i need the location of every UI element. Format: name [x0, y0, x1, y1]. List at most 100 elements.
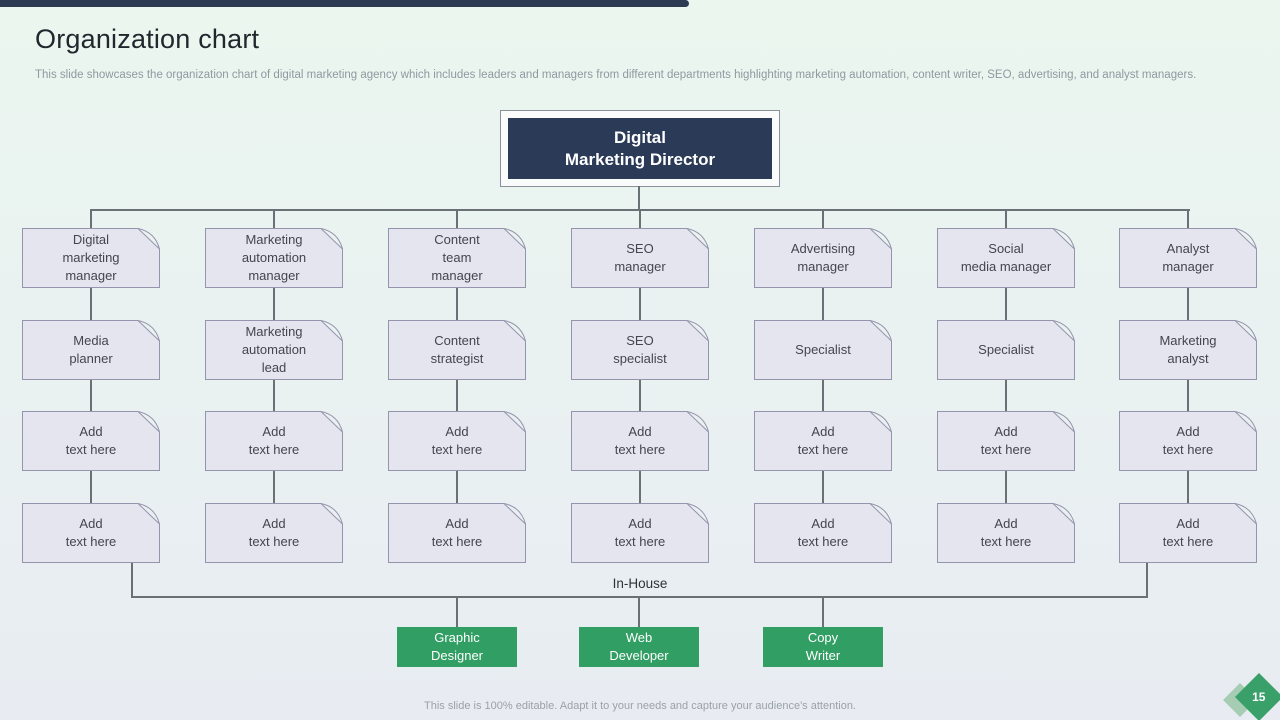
org-node-label: Add text here [248, 516, 300, 549]
org-node[interactable]: Advertising manager [754, 228, 892, 288]
org-node-label: Content team manager [431, 232, 483, 283]
notched-box-shape [22, 411, 160, 471]
org-node-label: Add text here [431, 424, 483, 457]
org-node-label: Media planner [69, 333, 113, 366]
connector-line [1005, 470, 1007, 504]
notched-box-shape [205, 228, 343, 288]
notched-box-shape [1119, 503, 1257, 563]
org-node[interactable]: Marketing automation lead [205, 320, 343, 380]
org-node-graphic-designer[interactable]: Graphic Designer [397, 627, 517, 667]
org-root-label: Digital Marketing Director [508, 118, 772, 179]
connector-line [131, 562, 133, 598]
org-node-label: Add text here [65, 424, 117, 457]
notched-box-shape [937, 503, 1075, 563]
connector-line [273, 287, 275, 321]
connector-line [90, 470, 92, 504]
org-node[interactable]: Specialist [754, 320, 892, 380]
org-node-label: Add text here [797, 516, 849, 549]
org-node[interactable]: Add text here [1119, 503, 1257, 563]
org-node[interactable]: Add text here [388, 411, 526, 471]
connector-line [273, 470, 275, 504]
connector-line [456, 287, 458, 321]
org-node[interactable]: Add text here [754, 411, 892, 471]
org-node[interactable]: Content team manager [388, 228, 526, 288]
org-node[interactable]: Add text here [205, 503, 343, 563]
connector-line [822, 379, 824, 412]
org-node[interactable]: Social media manager [937, 228, 1075, 288]
notched-box-shape [1119, 228, 1257, 288]
org-node[interactable]: Add text here [754, 503, 892, 563]
org-node[interactable]: Media planner [22, 320, 160, 380]
org-node-label: Specialist [978, 342, 1034, 357]
org-node[interactable]: Specialist [937, 320, 1075, 380]
org-node[interactable]: SEO specialist [571, 320, 709, 380]
connector-line [822, 598, 824, 628]
org-node[interactable]: Content strategist [388, 320, 526, 380]
org-node-label: Advertising manager [790, 241, 856, 274]
org-node-label: SEO manager [614, 241, 666, 274]
org-node[interactable]: Add text here [571, 411, 709, 471]
org-node-label: Digital marketing manager [62, 232, 120, 283]
org-node-web-developer[interactable]: Web Developer [579, 627, 699, 667]
notched-box-shape [205, 320, 343, 380]
org-node[interactable]: SEO manager [571, 228, 709, 288]
connector-line [1187, 209, 1189, 229]
org-node[interactable]: Add text here [937, 503, 1075, 563]
connector-line [1187, 379, 1189, 412]
org-node-label: Add text here [1162, 424, 1214, 457]
org-node-label: Add text here [797, 424, 849, 457]
org-node[interactable]: Add text here [22, 503, 160, 563]
connector-line [90, 379, 92, 412]
notched-box-shape [205, 411, 343, 471]
org-node-label: Marketing automation lead [241, 324, 307, 375]
org-node-copy-writer[interactable]: Copy Writer [763, 627, 883, 667]
org-node[interactable]: Add text here [571, 503, 709, 563]
org-node[interactable]: Digital marketing manager [22, 228, 160, 288]
org-node-label: Analyst manager [1162, 241, 1214, 274]
connector-line [273, 379, 275, 412]
org-node[interactable]: Add text here [1119, 411, 1257, 471]
org-node-label: Specialist [795, 342, 851, 357]
org-node-label: Add text here [248, 424, 300, 457]
notched-box-shape [571, 228, 709, 288]
org-node-label: Add text here [614, 516, 666, 549]
notched-box-shape [22, 320, 160, 380]
org-node[interactable]: Add text here [22, 411, 160, 471]
connector-line [638, 598, 640, 628]
org-node-label: Add text here [431, 516, 483, 549]
notched-box-shape [1119, 320, 1257, 380]
notched-box-shape [388, 503, 526, 563]
connector-line [639, 287, 641, 321]
notched-box-shape [22, 228, 160, 288]
org-root-node[interactable]: Digital Marketing Director [500, 110, 780, 187]
org-node[interactable]: Add text here [205, 411, 343, 471]
org-node-label: Add text here [1162, 516, 1214, 549]
notched-box-shape [1119, 411, 1257, 471]
connector-line [1146, 562, 1148, 598]
group-label-in-house: In-House [612, 576, 668, 591]
notched-box-shape [754, 228, 892, 288]
connector-line [456, 470, 458, 504]
page-number: 15 [1252, 689, 1266, 704]
org-node[interactable]: Add text here [388, 503, 526, 563]
notched-box-shape [937, 411, 1075, 471]
notched-box-shape [937, 320, 1075, 380]
connector-line [639, 379, 641, 412]
slide-subtitle: This slide showcases the organization ch… [35, 69, 1197, 81]
org-node-label: SEO specialist [613, 333, 667, 366]
connector-line [90, 209, 92, 229]
notched-box-shape [571, 320, 709, 380]
notched-box-shape [754, 320, 892, 380]
notched-box-shape [205, 503, 343, 563]
connector-line [1005, 379, 1007, 412]
notched-box-shape [388, 320, 526, 380]
org-node[interactable]: Marketing analyst [1119, 320, 1257, 380]
connector-line [822, 209, 824, 229]
notched-box-shape [754, 411, 892, 471]
org-node[interactable]: Analyst manager [1119, 228, 1257, 288]
accent-bar [0, 0, 689, 7]
connector-line [639, 470, 641, 504]
org-node[interactable]: Add text here [937, 411, 1075, 471]
org-node[interactable]: Marketing automation manager [205, 228, 343, 288]
